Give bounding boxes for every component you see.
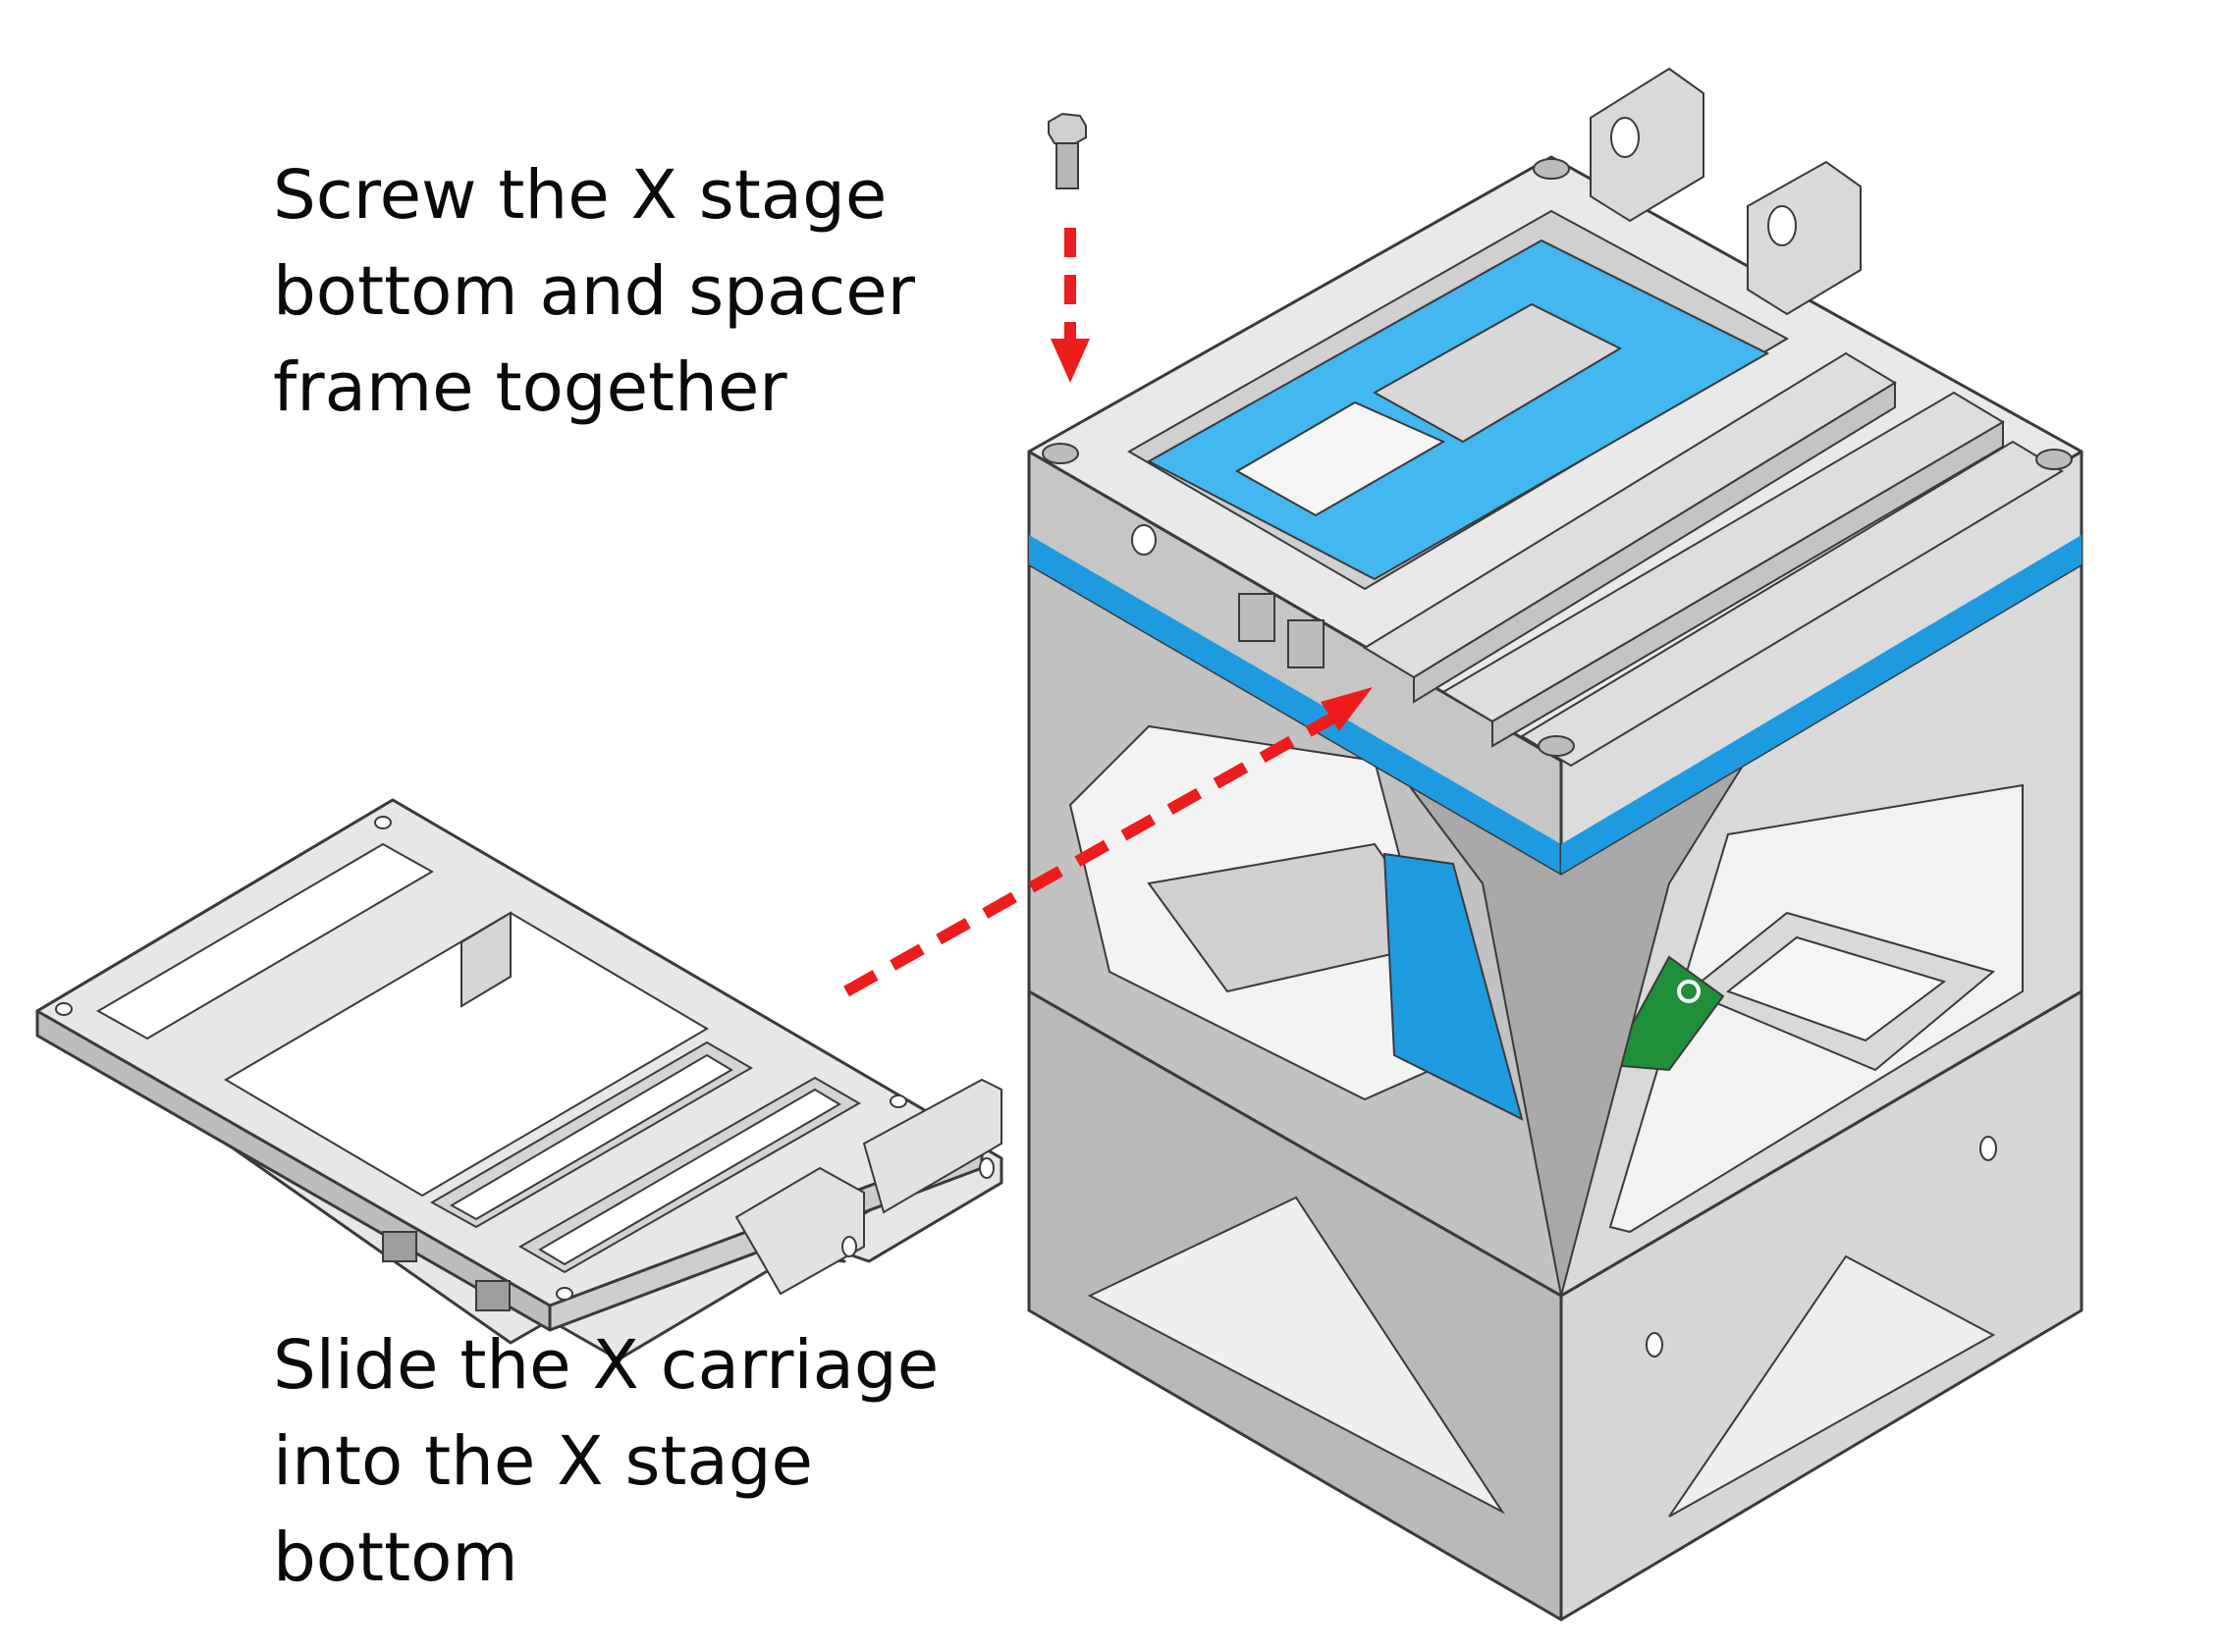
stage-assembly [1027, 67, 2083, 1622]
instruction-line: Slide the X carriage [273, 1326, 940, 1405]
blue-frame-window-2 [1372, 302, 1623, 444]
x-stage-rails [1363, 351, 2064, 768]
corner-bolt-left [1042, 443, 1079, 464]
hole-a [1131, 524, 1157, 556]
slot-2 [1287, 619, 1325, 668]
insert-bolt-arrow [1051, 228, 1090, 383]
hole-b [1979, 1136, 1997, 1161]
base-right-cutout [1668, 1254, 1996, 1518]
slide-carriage-arrow [843, 687, 1373, 997]
instruction-line: Screw the X stage [273, 156, 888, 235]
instruction-line: frame together [273, 348, 787, 427]
corner-bolt-back [1533, 158, 1570, 180]
hex-bolt-icon [1048, 112, 1087, 189]
inner-blue-plate [1382, 852, 1524, 1121]
instruction-line: bottom and spacer [273, 252, 916, 331]
slot-1 [1238, 593, 1275, 642]
x-carriage [35, 798, 1003, 1361]
hole-c [1646, 1332, 1663, 1358]
corner-bolt-right [2035, 449, 2073, 470]
base-left-cutout [1087, 1196, 1505, 1515]
instruction-step-bottom: Slide the X carriage into the X stage bo… [273, 1317, 1019, 1606]
inner-frame-right-hole [1725, 935, 1947, 1042]
instruction-line: into the X stage [273, 1422, 814, 1501]
corner-bolt-front [1538, 735, 1575, 757]
blue-frame-window [1234, 400, 1446, 517]
instruction-step-top: Screw the X stage bottom and spacer fram… [273, 147, 1019, 436]
instruction-line: bottom [273, 1519, 518, 1597]
back-mount-blocks [1590, 67, 1862, 316]
spacer-band-right [1561, 535, 2082, 874]
spacer-band-left [1029, 535, 1561, 874]
sensor-ring-icon [1677, 980, 1701, 1003]
